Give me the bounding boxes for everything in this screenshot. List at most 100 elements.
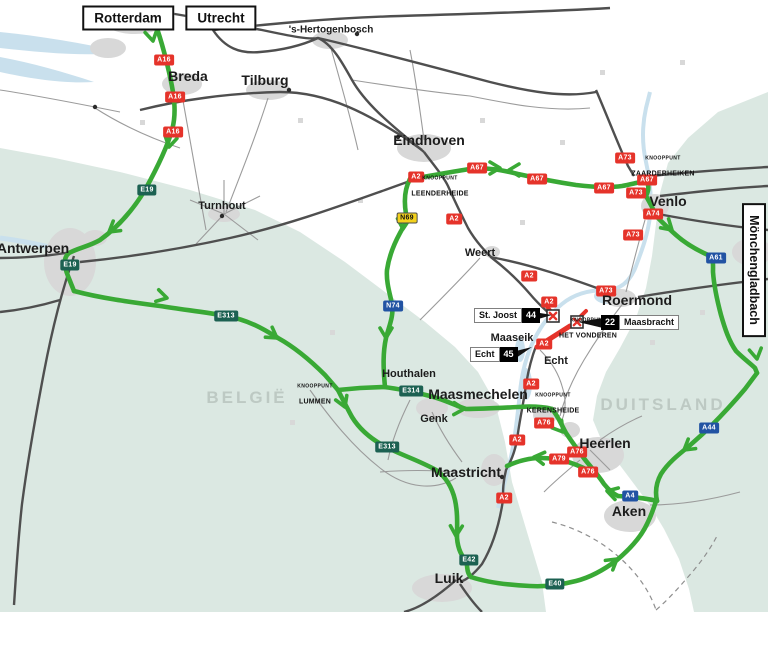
city-label-genk: Genk [420,413,448,425]
urban-areas [44,10,768,602]
road-label-e314: E314 [399,385,423,397]
road-label-a16: A16 [165,91,185,103]
road-label-a2: A2 [541,296,557,308]
road-label-e40: E40 [545,578,565,590]
road-label-a2: A2 [536,338,552,350]
city-label-maastricht: Maastricht [430,464,502,480]
detour-arrow [107,219,123,234]
region-label-belgi: BELGIË [206,388,288,407]
city-label-maaseik: Maaseik [490,332,534,344]
legend: afsluiting omleidingsroute [0,612,768,672]
road-label-a2: A2 [521,270,537,282]
detour-arrow [488,160,502,176]
city-label-tilburg: Tilburg [241,72,289,88]
border-dashed [551,521,719,611]
exit-name: Maasbracht [619,315,680,330]
map-canvas [0,5,768,612]
road-label-e19: E19 [60,259,80,271]
detour-arrow [451,400,466,417]
road-label-e313: E313 [375,441,399,453]
exit-number: 44 [522,308,541,323]
road-label-a2: A2 [523,378,539,390]
city-label-aken: Aken [611,503,647,519]
road-label-a73: A73 [626,187,646,199]
road-label-a2: A2 [446,213,462,225]
detour-arrow [507,162,521,178]
detour-arrow [333,393,349,409]
road-label-a67: A67 [637,174,657,186]
city-label-luik: Luik [434,570,464,586]
city-label-eindhoven: Eindhoven [393,132,465,148]
city-label-echt: Echt [544,355,568,367]
exit-number: 22 [601,315,620,330]
minor-roads [0,44,741,506]
city-label-houthalen: Houthalen [382,368,436,380]
road-label-a67: A67 [527,173,547,185]
framed-city-rotterdam: Rotterdam [82,5,174,31]
framed-city-mnchengladbach: Mönchengladbach [742,203,766,337]
road-label-a16: A16 [154,54,174,66]
detour-arrow [143,28,159,43]
city-label-maasmechelen: Maasmechelen [428,386,528,402]
road-label-a76: A76 [534,417,554,429]
road-label-a73: A73 [596,285,616,297]
road-label-a76: A76 [578,466,598,478]
road-label-e313: E313 [214,310,238,322]
exit-name: Echt [470,347,500,362]
road-label-a73: A73 [615,152,635,164]
detour-arrow [154,287,169,304]
road-label-a61: A61 [706,252,726,264]
detour-arrow [658,217,674,232]
road-label-e42: E42 [459,554,479,566]
detour-arrow [163,134,179,149]
city-label-turnhout: Turnhout [198,200,246,212]
detour-arrow [532,450,547,467]
road-label-a2: A2 [408,171,424,183]
detour-arrow [378,326,394,340]
detour-arrow [605,486,621,502]
detour-arrow [448,523,465,538]
city-label-roermond: Roermond [602,292,672,308]
exit-number: 45 [499,347,518,362]
road-label-a73: A73 [623,229,643,241]
detour-arrow [603,557,619,572]
detour-direction-arrows [107,28,764,572]
germany-area [593,92,768,612]
road-label-n74: N74 [383,300,403,312]
road-label-a4: A4 [622,490,638,502]
belgium-area [0,148,546,612]
road-label-a74: A74 [643,208,663,220]
road-label-a2: A2 [509,434,525,446]
framed-city-utrecht: Utrecht [185,5,257,31]
exit-name: St. Joost [474,308,523,323]
city-label-venlo: Venlo [649,193,687,209]
city-label-breda: Breda [168,68,208,84]
detour-arrow [682,437,698,452]
road-label-a44: A44 [699,422,719,434]
city-label-antwerpen: Antwerpen [0,240,70,256]
road-label-a79: A79 [549,453,569,465]
detour-arrow [747,346,764,361]
road-label-a67: A67 [594,182,614,194]
detour-arrow [263,325,279,340]
road-label-a67: A67 [467,162,487,174]
road-label-a16: A16 [163,126,183,138]
road-label-a2: A2 [496,492,512,504]
city-label-weert: Weert [464,247,496,259]
road-label-n69: N69 [396,212,418,224]
road-label-e19: E19 [137,184,157,196]
city-label-heerlen: Heerlen [579,435,631,451]
region-label-duitsland: DUITSLAND [600,395,726,414]
road-label-a76: A76 [567,446,587,458]
detour-arrow [550,418,565,434]
